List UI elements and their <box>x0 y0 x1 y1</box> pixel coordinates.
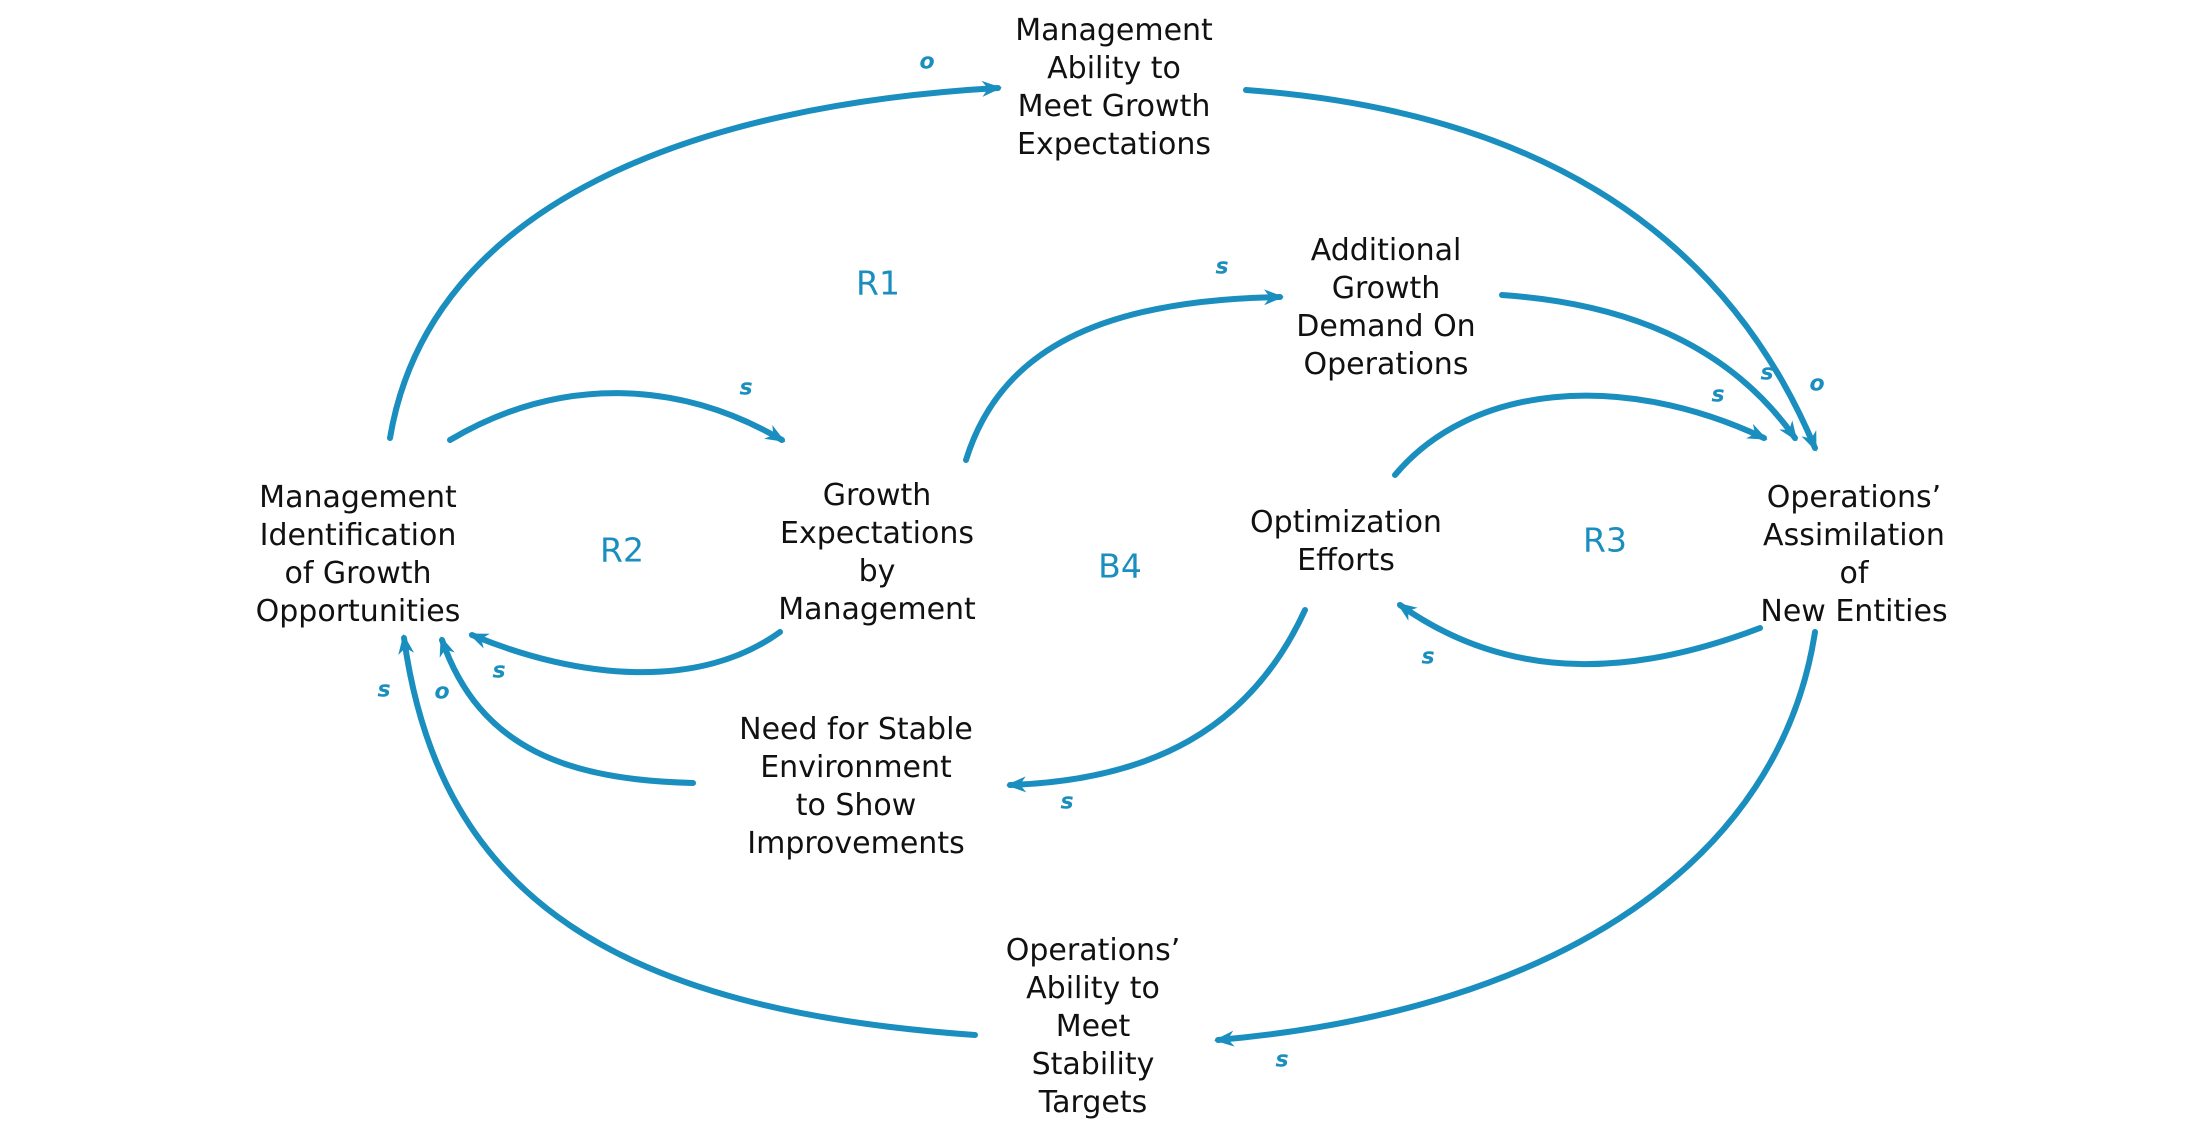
polarity-to-growth-expectations: s <box>739 375 753 401</box>
polarity-identification-from-stable: o <box>434 679 450 705</box>
node-management-identification: Management Identification of Growth Oppo… <box>255 480 461 629</box>
node-management-ability: Management Ability to Meet Growth Expect… <box>1015 13 1213 162</box>
loop-label-r1: R1 <box>856 263 900 303</box>
polarity-assimilation-from-mgmt-ability: o <box>1809 371 1825 397</box>
node-additional-growth-demand: Additional Growth Demand On Operations <box>1296 233 1476 382</box>
arrow-ops-stability-to-identification <box>398 634 978 1038</box>
polarity-to-mgmt-ability: o <box>919 49 935 75</box>
arrow-stable-env-to-identification <box>439 636 696 786</box>
arrow-identification-to-growth <box>447 390 786 443</box>
polarity-identification-from-stability: s <box>377 677 391 703</box>
loop-label-r3: R3 <box>1583 520 1627 560</box>
polarity-to-ops-stability: s <box>1275 1047 1289 1073</box>
arrow-growth-to-identification <box>468 629 783 676</box>
loop-label-r2: R2 <box>600 530 644 570</box>
polarity-to-optimization: s <box>1421 644 1435 670</box>
arrow-assimilation-to-optimization <box>1396 602 1763 668</box>
arrow-identification-to-mgmt-ability <box>387 80 1002 441</box>
arrow-growth-to-additional-demand <box>963 289 1284 463</box>
node-stable-environment: Need for Stable Environment to Show Impr… <box>739 712 973 861</box>
arrow-optimization-to-assimilation <box>1392 392 1768 478</box>
polarity-to-stable-env: s <box>1060 789 1074 815</box>
polarity-assimilation-from-optimization: s <box>1711 382 1725 408</box>
arrow-assimilation-to-ops-stability <box>1214 629 1818 1047</box>
node-operations-stability: Operations’ Ability to Meet Stability Ta… <box>1005 933 1181 1120</box>
node-operations-assimilation: Operations’ Assimilation of New Entities <box>1760 480 1948 629</box>
loop-label-b4: B4 <box>1098 546 1142 586</box>
arrow-optimization-to-stable-env <box>1006 607 1308 793</box>
node-optimization-efforts: Optimization Efforts <box>1250 505 1442 578</box>
node-growth-expectations: Growth Expectations by Management <box>778 478 976 627</box>
polarity-to-additional-demand: s <box>1215 254 1229 280</box>
polarity-identification-from-growth: s <box>492 658 506 684</box>
polarity-assimilation-from-demand: s <box>1760 360 1774 386</box>
arrow-mgmt-ability-to-assimilation <box>1243 87 1818 452</box>
arrow-demand-to-assimilation <box>1499 292 1798 442</box>
